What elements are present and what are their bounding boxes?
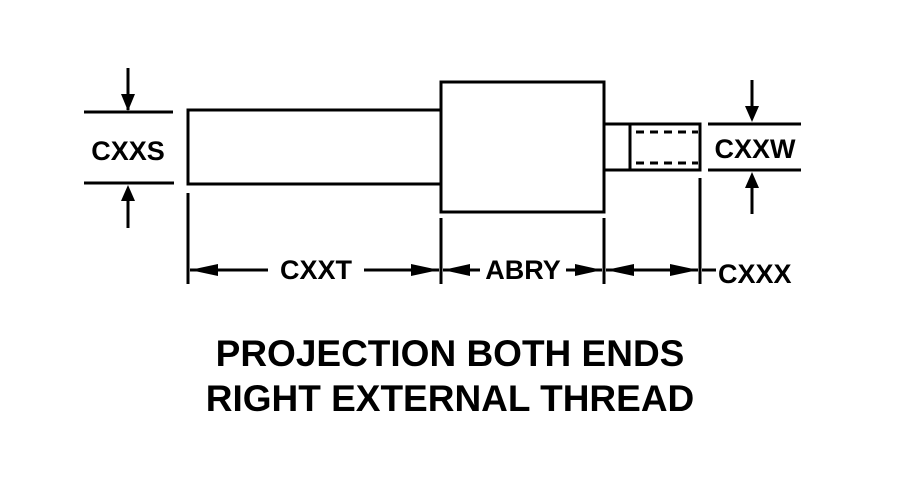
label-cxxx: CXXX xyxy=(718,259,792,289)
label-cxxs: CXXS xyxy=(91,136,165,166)
stub xyxy=(602,122,632,172)
dimension-arrows xyxy=(121,68,759,276)
shank xyxy=(186,108,443,186)
title-line-1: PROJECTION BOTH ENDS xyxy=(215,333,685,374)
label-cxxt: CXXT xyxy=(280,255,353,285)
threaded-end xyxy=(628,122,702,172)
body-block xyxy=(439,80,606,214)
title-line-2: RIGHT EXTERNAL THREAD xyxy=(205,378,695,419)
label-abry: ABRY xyxy=(485,255,561,285)
label-cxxw: CXXW xyxy=(715,134,797,164)
